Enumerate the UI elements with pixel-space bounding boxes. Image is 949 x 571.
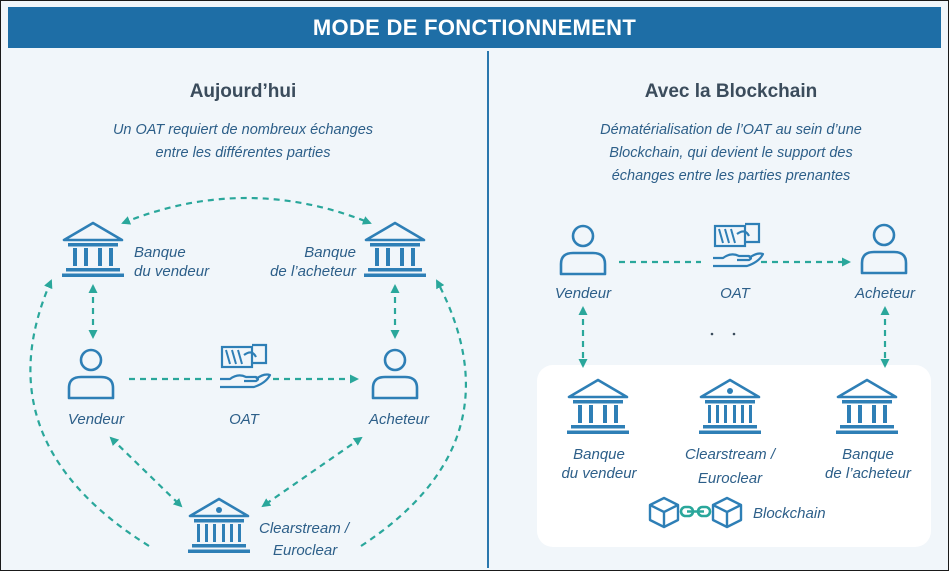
label-bank-buyer-line-2: de l’acheteur: [825, 465, 912, 482]
decorative-dot: [732, 332, 736, 336]
label-buyer: Acheteur: [368, 411, 430, 428]
page-title: MODE DE FONCTIONNEMENT: [312, 14, 637, 40]
label-bank-buyer-line-2: de l’acheteur: [270, 263, 357, 280]
arrow-bank-to-bank: [121, 196, 372, 225]
label-blockchain: Blockchain: [753, 505, 826, 522]
label-clearing-line-1: Clearstream /: [685, 446, 777, 463]
arrow-seller-to-clearing: [109, 436, 183, 508]
arrow-clearing-to-bank-seller: [29, 279, 150, 547]
decorative-dot: [710, 332, 714, 336]
arrow-buyer-to-clearing: [261, 436, 363, 508]
left-subtitle-line-2: entre les différentes parties: [156, 145, 331, 161]
banknote-hand-icon: [711, 222, 765, 268]
label-seller: Vendeur: [68, 411, 125, 428]
label-clearing-line-1: Clearstream /: [259, 520, 351, 537]
label-asset: OAT: [720, 285, 752, 302]
label-bank-buyer-line-1: Banque: [842, 446, 894, 463]
label-clearing-line-2: Euroclear: [698, 470, 763, 487]
person-icon: [371, 348, 419, 400]
label-buyer: Acheteur: [854, 285, 916, 302]
right-subtitle-line-1: Dématérialisation de l’OAT au sein d’une: [600, 122, 862, 138]
person-icon: [559, 224, 607, 276]
section-divider: [487, 51, 489, 568]
person-icon: [67, 348, 115, 400]
arrow-clearing-to-bank-buyer: [360, 279, 467, 547]
bank-icon: [362, 221, 428, 279]
label-clearing-line-2: Euroclear: [273, 542, 338, 559]
label-bank-seller-line-1: Banque: [134, 244, 186, 261]
left-subtitle-line-1: Un OAT requiert de nombreux échanges: [113, 122, 373, 138]
label-bank-seller-line-2: du vendeur: [134, 263, 210, 280]
right-subtitle-line-2: Blockchain, qui devient le support des: [609, 145, 852, 161]
label-asset: OAT: [229, 411, 261, 428]
label-bank-seller-line-2: du vendeur: [561, 465, 637, 482]
person-icon: [860, 223, 908, 275]
header-bar: MODE DE FONCTIONNEMENT: [8, 7, 941, 48]
label-seller: Vendeur: [555, 285, 612, 302]
label-bank-seller-line-1: Banque: [573, 446, 625, 463]
label-bank-buyer-line-1: Banque: [304, 244, 356, 261]
right-title: Avec la Blockchain: [645, 81, 817, 102]
bank-icon: [565, 378, 631, 436]
blockchain-panel: [537, 365, 931, 547]
bank-icon: [834, 378, 900, 436]
banknote-hand-icon: [218, 343, 272, 389]
left-title: Aujourd’hui: [190, 81, 297, 102]
right-subtitle-line-3: échanges entre les parties prenantes: [612, 168, 851, 184]
bank-icon: [186, 497, 252, 555]
bank-icon: [697, 378, 763, 436]
blockchain-cubes-icon: [648, 496, 743, 529]
bank-icon: [60, 221, 126, 279]
